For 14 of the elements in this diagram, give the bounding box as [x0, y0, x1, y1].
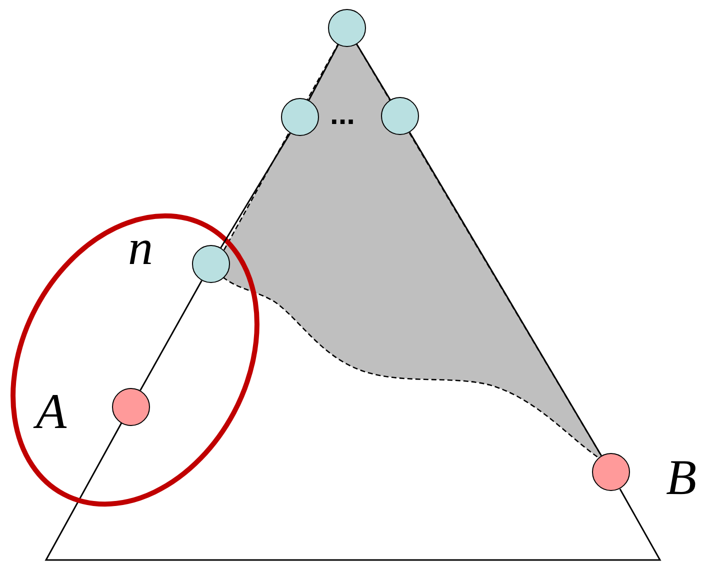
circle-node	[192, 245, 230, 283]
ellipsis-label: ...	[330, 100, 356, 130]
circle-node	[592, 453, 630, 491]
edge-line	[140, 280, 202, 391]
edge-line	[220, 132, 291, 248]
circle-node	[281, 98, 319, 136]
node-label: n	[128, 222, 153, 272]
circle-node	[112, 388, 150, 426]
circle-node	[328, 9, 366, 47]
edge-line	[308, 44, 339, 101]
edge-line	[356, 44, 391, 100]
edge-line	[409, 132, 602, 456]
node-label: B	[666, 452, 697, 502]
circle-node	[381, 97, 419, 135]
